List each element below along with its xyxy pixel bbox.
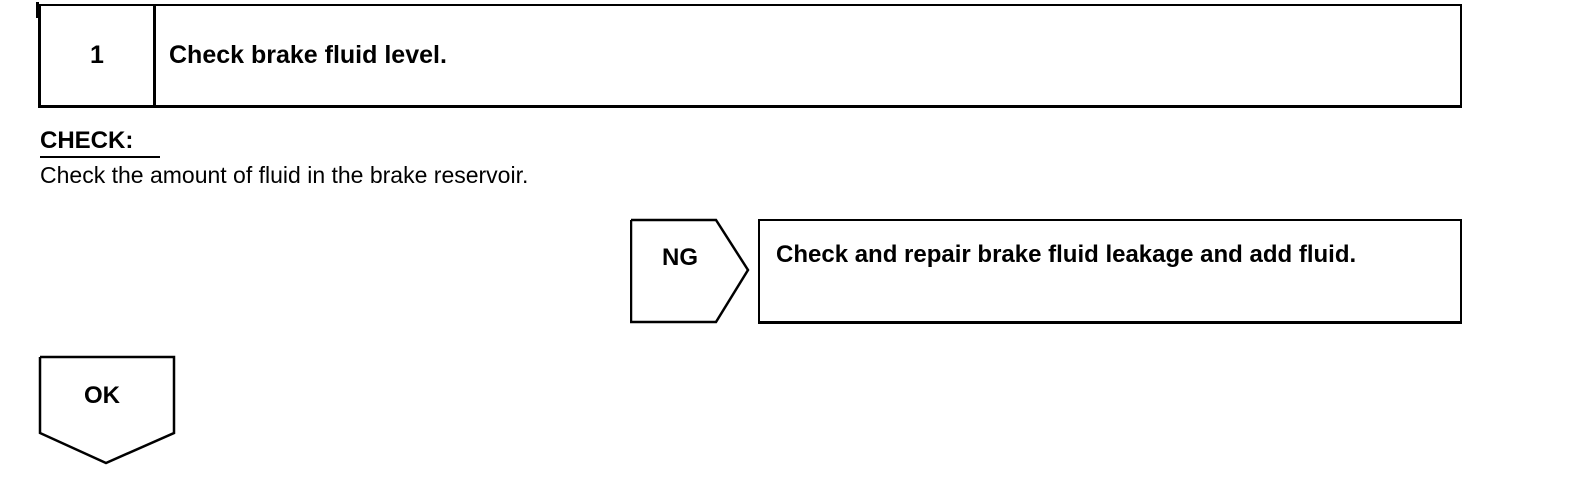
ok-label: OK: [84, 382, 120, 409]
step-title: Check brake fluid level.: [169, 41, 447, 69]
ng-label: NG: [662, 244, 698, 271]
step-header-box: 1 Check brake fluid level.: [38, 4, 1462, 108]
check-instruction: Check the amount of fluid in the brake r…: [40, 162, 529, 188]
ok-arrow-shape: [38, 355, 176, 465]
step-box-corner-mark: [36, 2, 39, 18]
check-heading-underline: [40, 156, 160, 158]
check-heading: CHECK:: [40, 127, 134, 154]
step-number: 1: [41, 6, 156, 105]
ng-action-text: Check and repair brake fluid leakage and…: [776, 241, 1357, 268]
ng-action-box: Check and repair brake fluid leakage and…: [758, 219, 1462, 324]
ng-arrow-shape: [630, 218, 750, 324]
